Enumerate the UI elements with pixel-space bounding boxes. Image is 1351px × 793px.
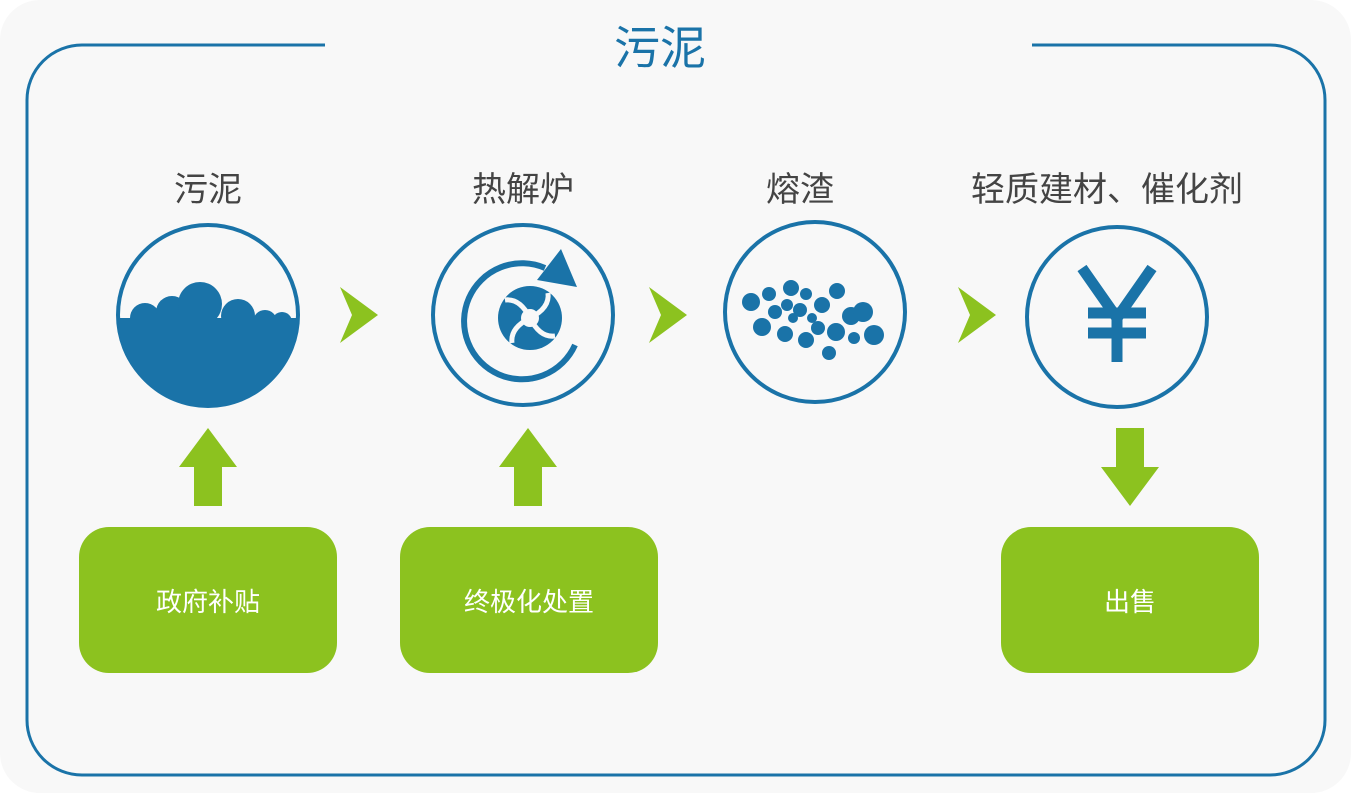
step-label: 熔渣 <box>766 170 834 210</box>
chevron-right-icon <box>340 287 378 343</box>
box-label: 政府补贴 <box>155 587 260 618</box>
government-subsidy-box: 政府补贴 <box>79 527 337 673</box>
arrow-up-icon <box>179 428 237 506</box>
chevron-right-icon <box>958 287 996 343</box>
box-label: 出售 <box>1103 587 1156 618</box>
step-label: 污泥 <box>174 170 242 210</box>
box-label: 终极化处置 <box>463 587 594 618</box>
slag-particles-icon <box>723 220 907 404</box>
yen-icon <box>1025 225 1209 409</box>
final-disposal-box: 终极化处置 <box>400 527 658 673</box>
arrow-down-icon <box>1101 428 1159 506</box>
arrow-up-icon <box>499 428 557 506</box>
sale-box: 出售 <box>1001 527 1259 673</box>
frame <box>25 43 1327 777</box>
step-label: 轻质建材、催化剂 <box>971 170 1243 210</box>
chevron-right-icon <box>649 287 687 343</box>
sludge-icon <box>116 223 300 408</box>
page-title: 污泥 <box>614 21 706 75</box>
step-label: 热解炉 <box>472 170 574 210</box>
pyrolysis-cycle-icon <box>431 223 615 407</box>
